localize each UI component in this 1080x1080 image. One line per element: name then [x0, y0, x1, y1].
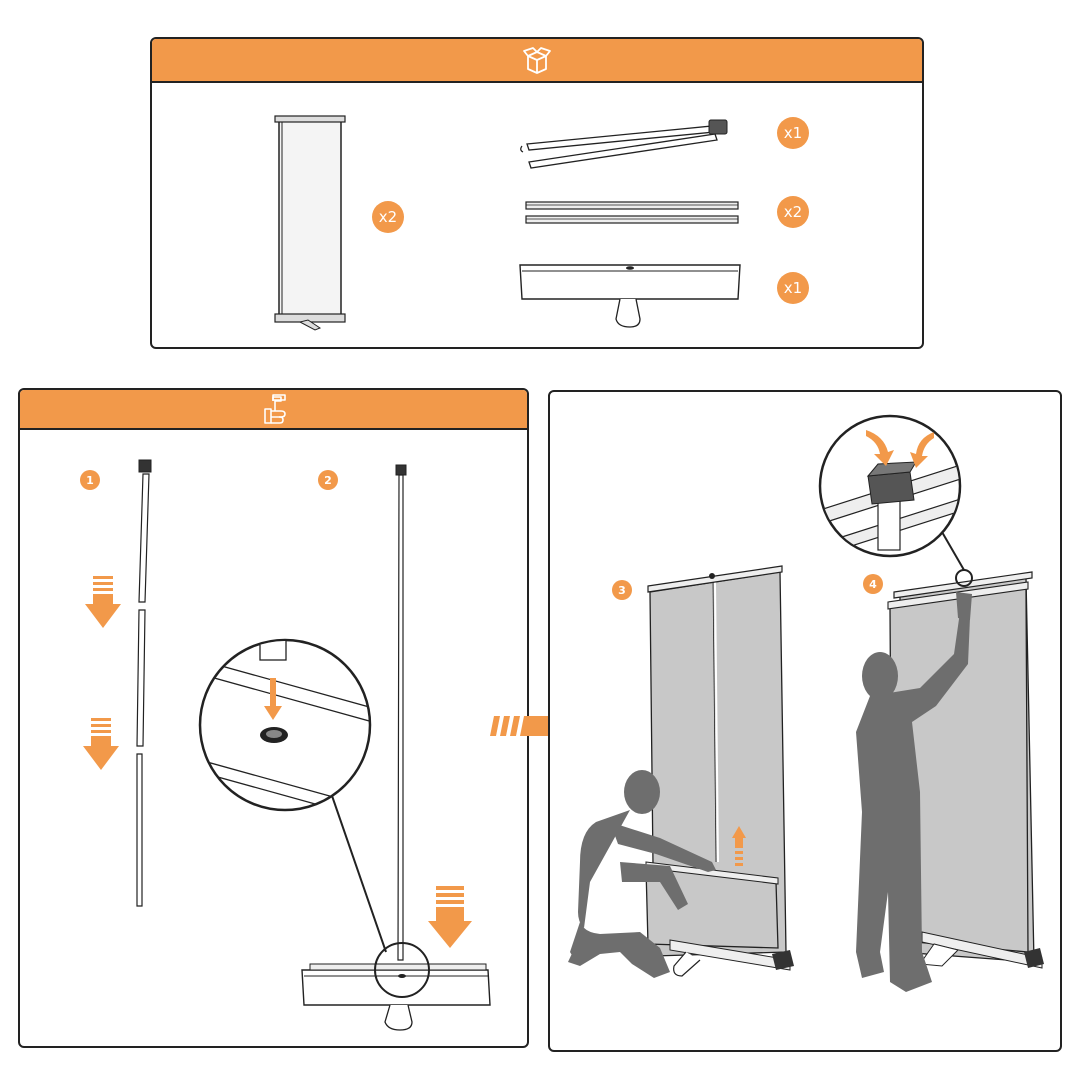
step-1-label: 1 [86, 473, 94, 487]
crouching-person [568, 770, 716, 978]
hand-tool-icon [263, 394, 286, 424]
down-arrow-icon [83, 718, 119, 770]
banner-stand-illustration [274, 115, 346, 331]
down-arrow-icon [264, 678, 282, 720]
folding-pole-illustration [520, 119, 728, 169]
step-2-label: 2 [324, 473, 332, 487]
qty-badge-pole: x1 [777, 117, 809, 149]
step-4-badge: 4 [863, 574, 883, 594]
down-arrow-icon [428, 886, 472, 948]
qty-banner: x2 [378, 208, 398, 226]
qty-pole: x1 [783, 124, 803, 142]
pole-in-base-illustration [198, 464, 491, 1031]
down-arrow-icon [866, 430, 934, 468]
right-banner-stand [887, 569, 1044, 969]
standing-person [856, 592, 972, 992]
rails-illustration [525, 201, 739, 224]
base-illustration [519, 264, 741, 328]
contents-panel: x2 x1 x2 x1 [150, 37, 924, 349]
step-3-badge: 3 [612, 580, 632, 600]
qty-badge-base: x1 [777, 272, 809, 304]
up-arrow-icon [732, 826, 746, 866]
step-3-label: 3 [618, 583, 626, 597]
left-banner-stand [645, 565, 794, 977]
setup-panel: 3 4 [548, 390, 1062, 1052]
step-2-badge: 2 [318, 470, 338, 490]
assembly-header [20, 390, 527, 430]
down-arrow-icon [85, 576, 121, 628]
qty-badge-banner: x2 [372, 201, 404, 233]
assembly-panel: 1 2 [18, 388, 529, 1048]
contents-header [152, 39, 922, 83]
step-1-badge: 1 [80, 470, 100, 490]
pole-sections-illustration [83, 459, 152, 907]
step-4-label: 4 [869, 577, 877, 591]
setup-illustration [568, 414, 1044, 992]
qty-base: x1 [783, 279, 803, 297]
box-icon [523, 47, 551, 74]
qty-badge-rails: x2 [777, 196, 809, 228]
qty-rails: x2 [783, 203, 803, 221]
